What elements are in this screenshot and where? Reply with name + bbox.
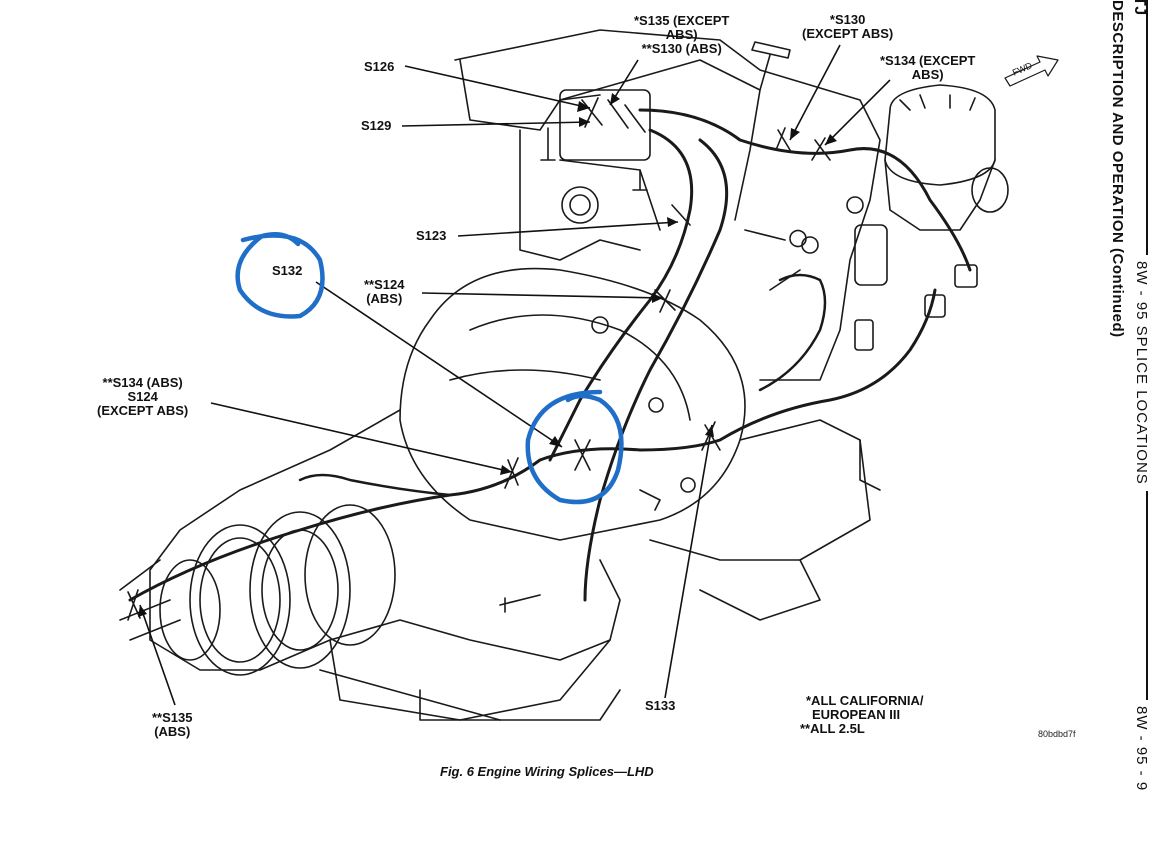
engine-block-outline: [454, 29, 881, 381]
callout-s133: S133: [645, 698, 676, 713]
legend-notes: *ALL CALIFORNIA/ EUROPEAN III **ALL 2.5L: [800, 693, 924, 736]
callout-s134-except-abs: *S134 (EXCEPT ABS): [880, 53, 976, 82]
page-number: 8W - 95 - 9: [1133, 700, 1150, 798]
callout-s129: S129: [361, 118, 392, 133]
callout-s123: S123: [416, 228, 447, 243]
figure-id-label: 80bdbd7f: [1038, 729, 1076, 739]
section-title: DESCRIPTION AND OPERATION (Continued): [1109, 0, 1126, 338]
annotation-circle-splice: [525, 389, 624, 505]
callout-s135-top: *S135 (EXCEPT ABS) **S130 (ABS): [634, 13, 730, 56]
callout-s134-abs: **S134 (ABS) S124 (EXCEPT ABS): [97, 375, 189, 418]
annotation-circle-s132: [235, 232, 325, 319]
callout-s135-abs: **S135 (ABS): [152, 710, 193, 739]
fwd-arrow-shape: [1004, 55, 1059, 87]
callout-s130: *S130 (EXCEPT ABS): [802, 12, 894, 41]
callout-s124-abs: **S124 (ABS): [364, 277, 405, 306]
distributor-outline: [884, 84, 996, 186]
chapter-title: 8W - 95 SPLICE LOCATIONS: [1133, 255, 1150, 491]
running-header: TJ DESCRIPTION AND OPERATION (Continued)…: [1109, 0, 1166, 800]
wiring-harness: [128, 288, 937, 602]
corner-label: TJ: [1131, 0, 1148, 16]
callout-s132: S132: [272, 263, 303, 278]
transmission-outline: [149, 409, 621, 671]
callout-s126: S126: [364, 59, 395, 74]
figure-caption: Fig. 6 Engine Wiring Splices—LHD: [440, 764, 654, 779]
bellhousing-outline: [399, 267, 746, 541]
